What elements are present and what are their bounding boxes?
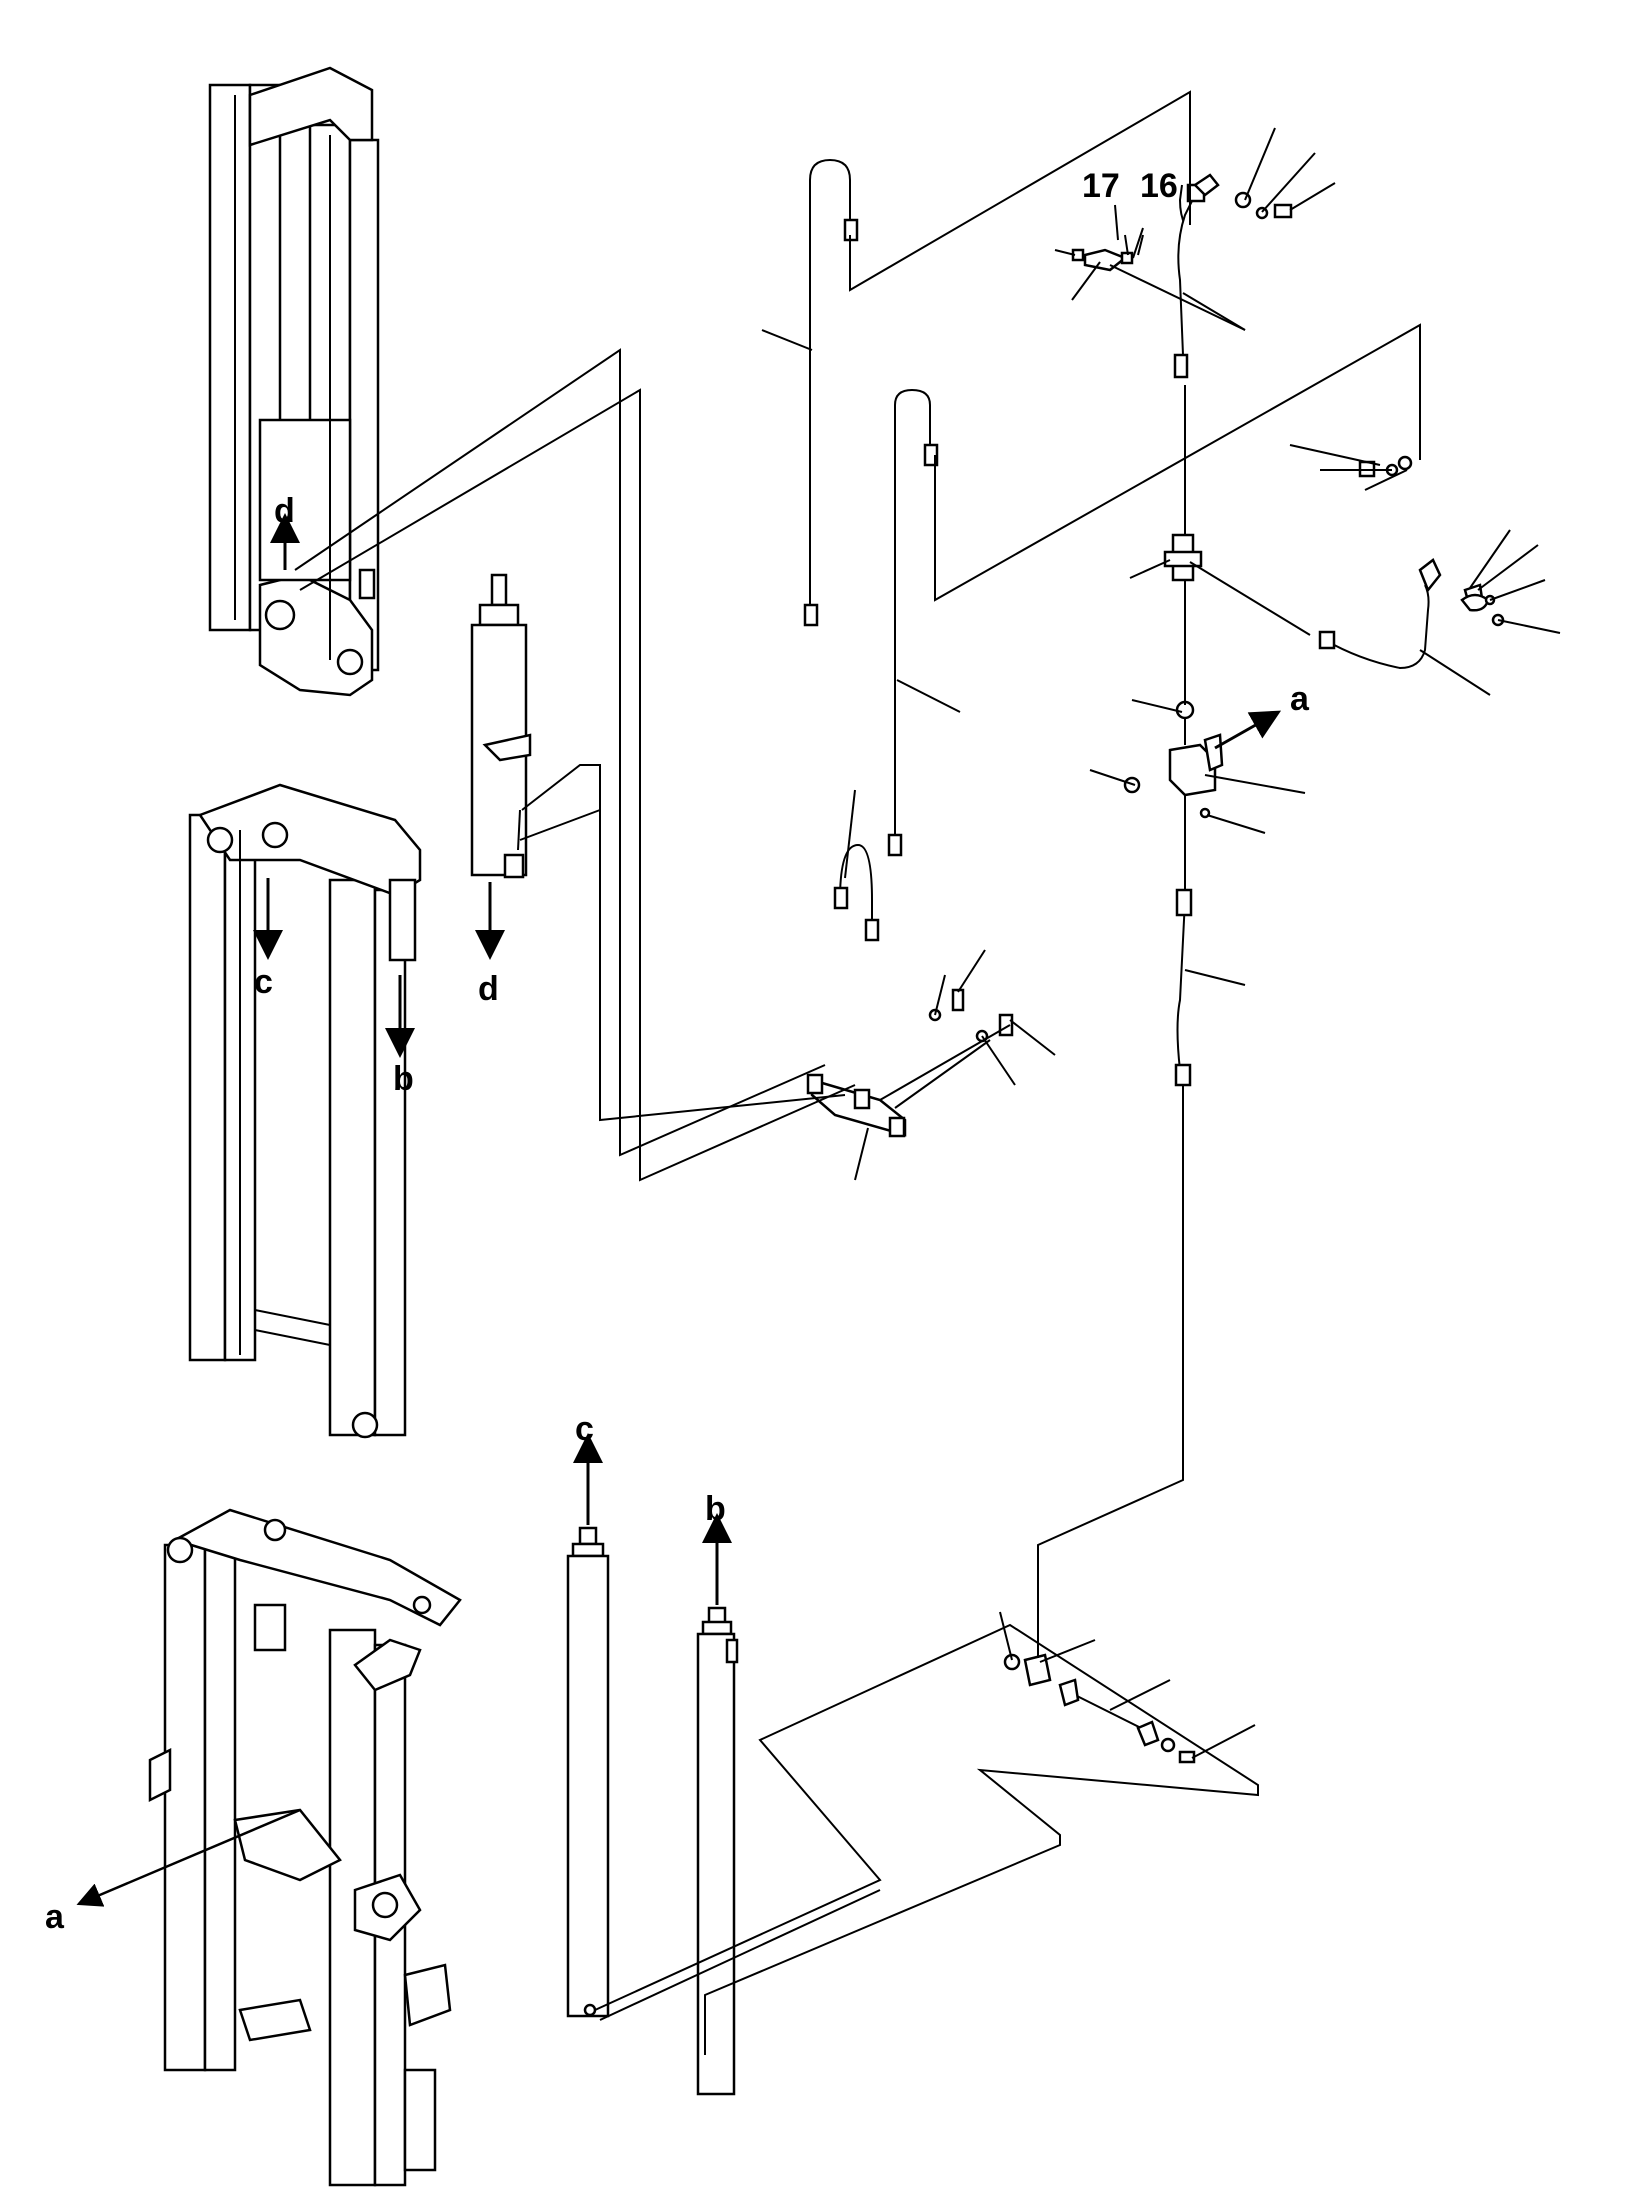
right-hose-assembly [1071,173,1505,1087]
connection-lines [294,90,1561,2055]
intermediate-mast-section [188,783,422,1439]
outer-mast-section [148,1508,462,2187]
hose-loop-left [803,158,859,627]
part-number-16: 16 [1140,167,1178,205]
label-a-right: a [1290,680,1310,718]
short-hose [833,843,880,942]
label-d-cylinder: d [478,970,499,1008]
label-c-mast: c [254,963,273,1001]
arrow-a-right [1214,710,1282,750]
label-d-mast: d [274,492,295,530]
reference-arrows [76,513,1282,1907]
label-c-cylinder: c [575,1410,594,1448]
part-number-17: 17 [1082,167,1120,205]
manifold-block [806,1073,907,1138]
manifold-bolts [928,988,1014,1043]
main-lift-cylinder-right [696,1606,739,2096]
hose-loop-right [887,388,939,857]
reference-labels: d d c b a c b a 17 16 [45,167,1310,1936]
free-lift-cylinder [470,573,532,879]
label-b-cylinder: b [705,1490,726,1528]
label-a-mast: a [45,1898,65,1936]
inner-mast-section [208,66,380,697]
main-lift-cylinder-left [566,1526,610,2018]
bottom-fittings [1003,1653,1196,1764]
arrow-a-mast [76,1808,301,1907]
label-b-mast: b [393,1060,414,1098]
